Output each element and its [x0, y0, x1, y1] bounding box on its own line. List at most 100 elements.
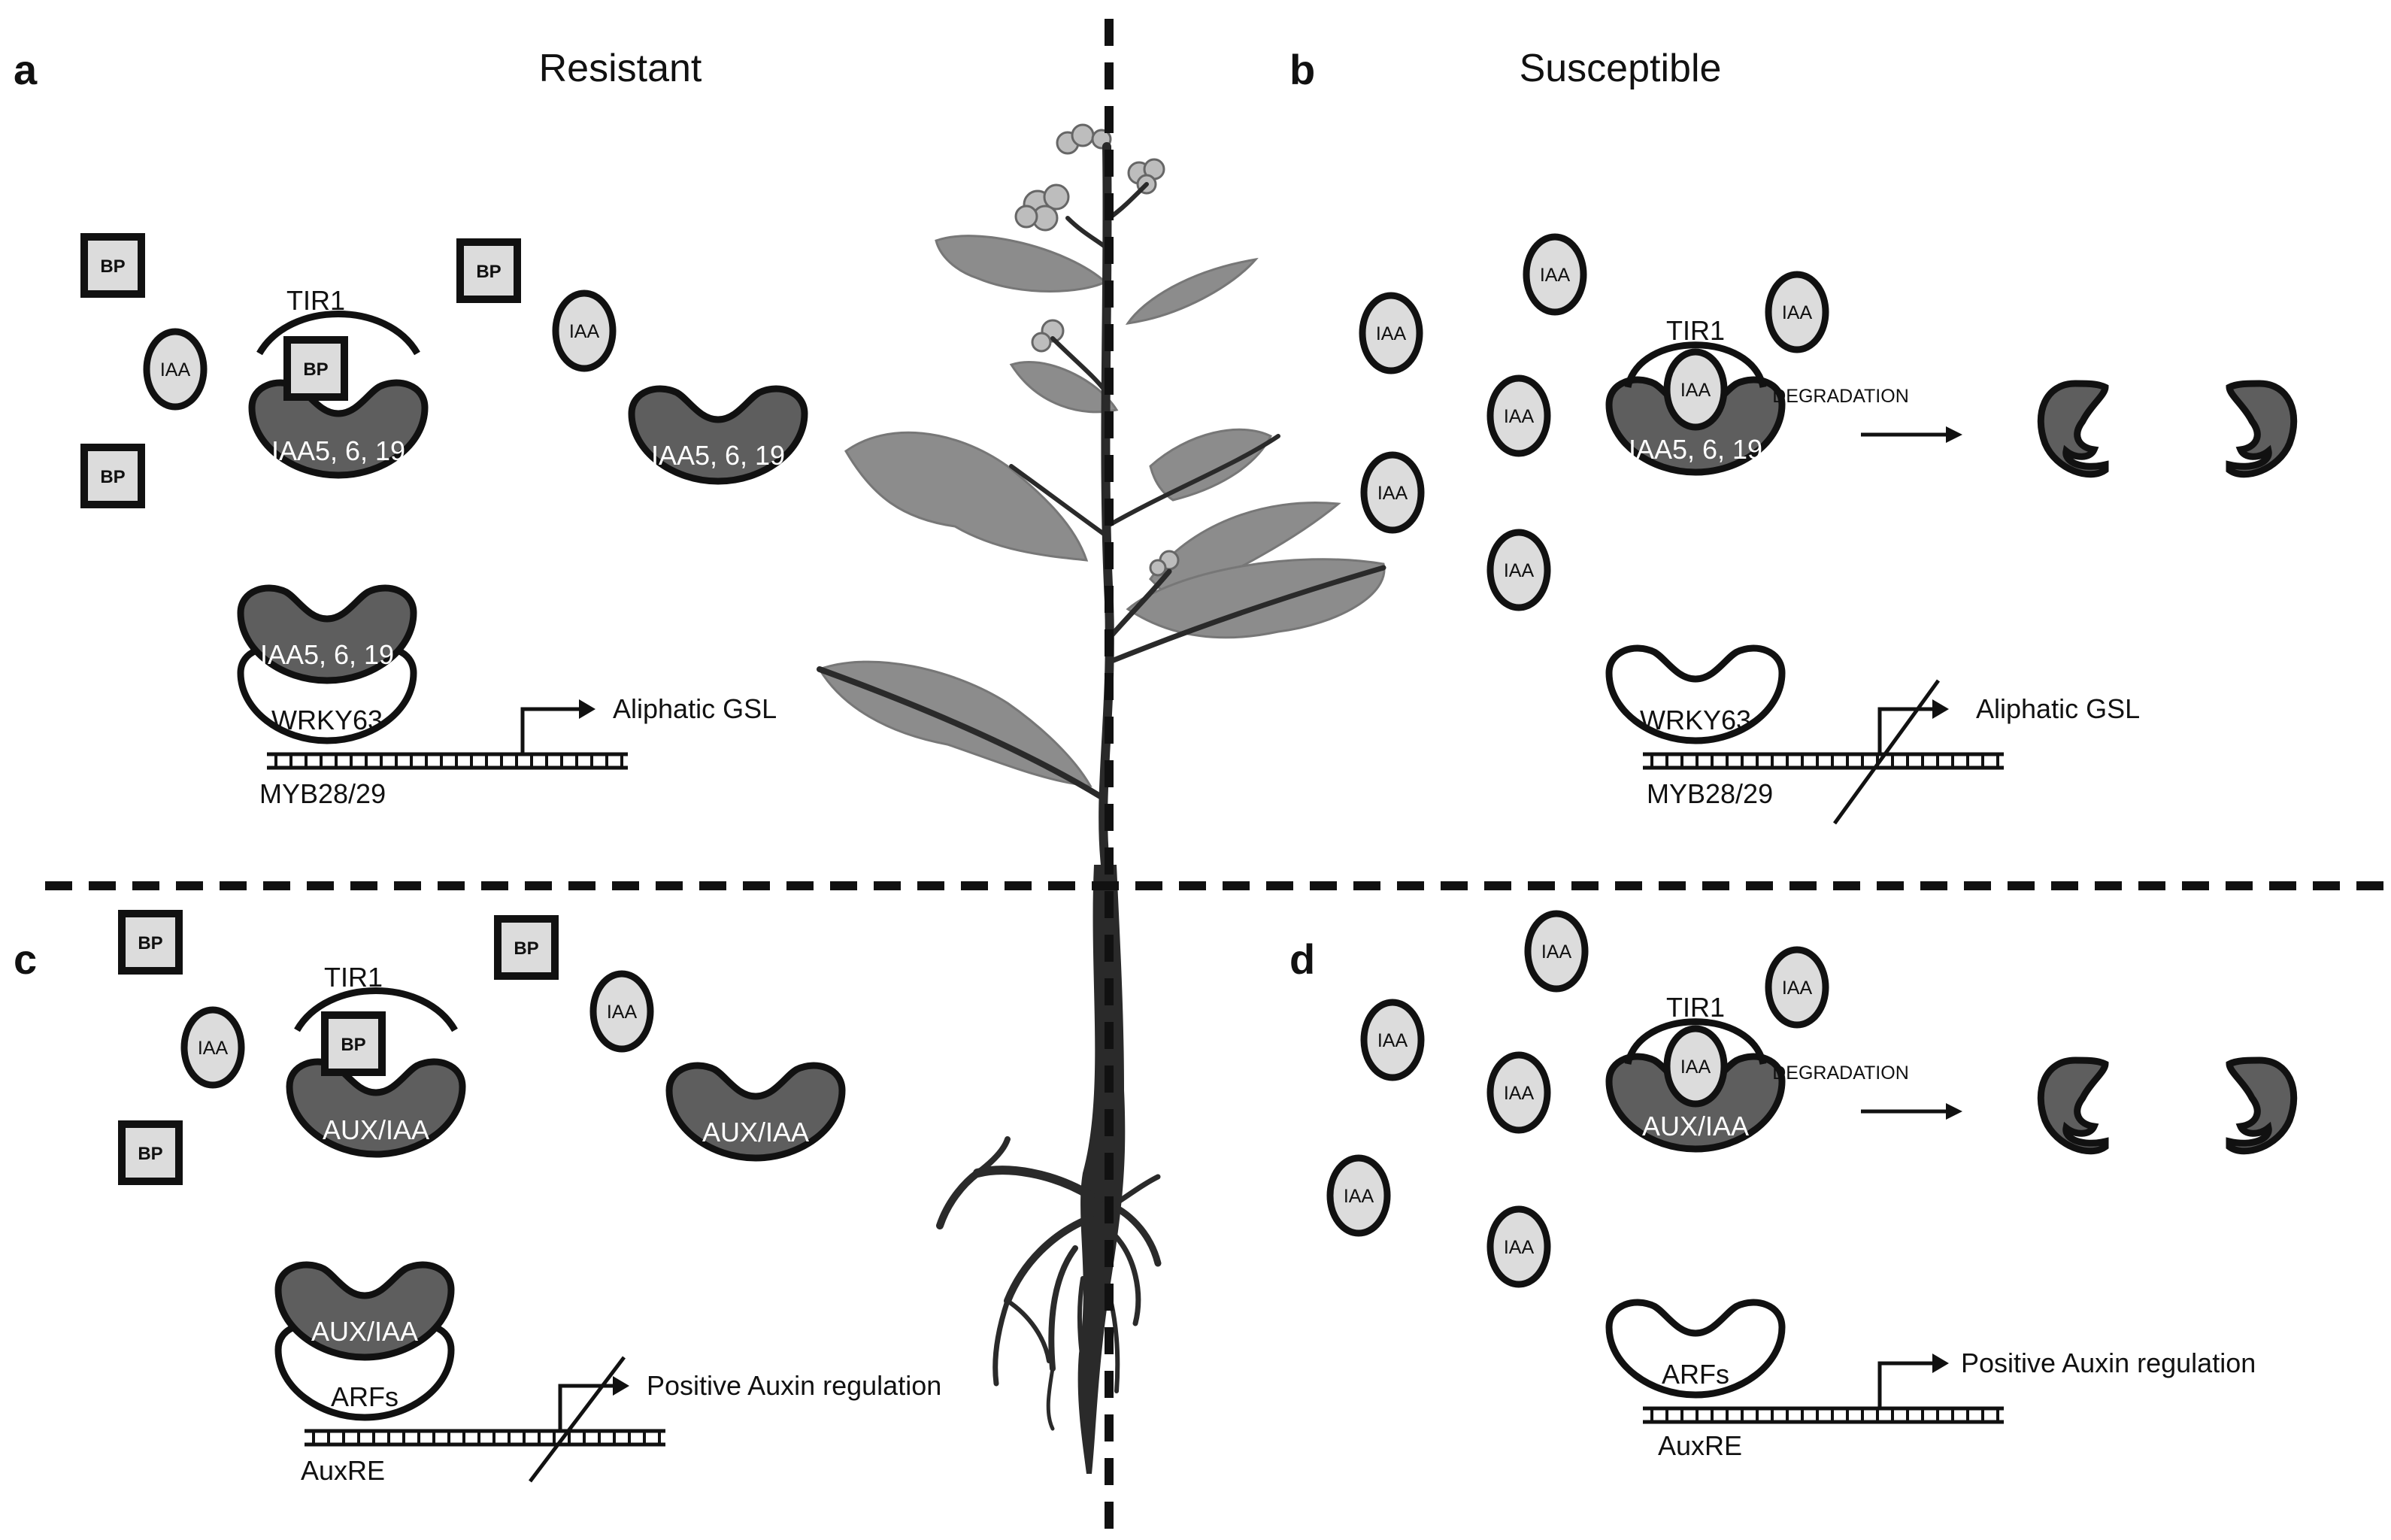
svg-text:IAA: IAA [1504, 406, 1535, 427]
aux-iaa-protein: AUX/IAA [1609, 1056, 1782, 1149]
svg-text:IAA: IAA [1344, 1186, 1374, 1207]
dna-label-auxre: AuxRE [301, 1455, 385, 1486]
dna-label-myb: MYB28/29 [259, 778, 386, 809]
panel-label-d: d [1289, 935, 1315, 983]
svg-text:IAA5, 6, 19: IAA5, 6, 19 [1629, 434, 1762, 465]
panel-d: IAA IAA IAA IAA IAA IAA AUX/IAA IAA TIR1… [1330, 914, 2294, 1461]
iaa-repressor-protein: IAA5, 6, 19 [241, 588, 414, 681]
blocked-transcription-slash [1832, 679, 1941, 825]
iaa-molecule: IAA [1364, 455, 1421, 530]
panel-label-c: c [14, 935, 37, 983]
svg-text:IAA: IAA [1540, 265, 1571, 286]
iaa-molecule: IAA [1330, 1158, 1387, 1233]
iaa-molecule: IAA [147, 332, 204, 407]
arrowhead [579, 699, 595, 719]
tir1-label: TIR1 [1666, 992, 1725, 1023]
iaa-molecule: IAA [1490, 378, 1547, 453]
output-gsl: Aliphatic GSL [613, 693, 777, 724]
tir1-receptor [1624, 341, 1767, 389]
degraded-protein-fragment [2041, 1060, 2105, 1151]
iaa-molecule: IAA [1526, 237, 1583, 312]
bp-molecule: BP [122, 914, 179, 971]
svg-text:IAA: IAA [607, 1002, 638, 1023]
degradation-label: DEGRADATION [1772, 1063, 1909, 1084]
svg-text:WRKY63: WRKY63 [1640, 705, 1751, 735]
iaa-molecule: IAA [556, 293, 613, 368]
iaa-repressor-protein: IAA5, 6, 19 [252, 383, 425, 475]
dna-label-myb: MYB28/29 [1647, 778, 1773, 809]
bp-molecule: BP [84, 237, 141, 294]
dna-strand [1643, 1408, 2004, 1422]
svg-text:AUX/IAA: AUX/IAA [702, 1117, 809, 1147]
svg-text:ARFs: ARFs [331, 1381, 398, 1412]
arrowhead [613, 1376, 629, 1396]
title-resistant: Resistant [539, 47, 702, 90]
tir1-label: TIR1 [286, 285, 345, 316]
svg-text:IAA: IAA [1504, 560, 1535, 581]
svg-text:BP: BP [100, 256, 125, 277]
iaa-molecule: IAA [1490, 1055, 1547, 1130]
iaa-molecule: IAA [1768, 950, 1826, 1025]
transcription-arrow [1877, 1361, 1932, 1408]
dna-label-auxre: AuxRE [1658, 1430, 1742, 1461]
bp-molecule: BP [460, 242, 517, 299]
plant-roots [936, 1136, 1162, 1431]
degradation-label: DEGRADATION [1772, 386, 1909, 407]
plant-illustration [817, 123, 1386, 1474]
svg-text:IAA5, 6, 19: IAA5, 6, 19 [651, 440, 785, 471]
bp-molecule: BP [122, 1124, 179, 1181]
iaa-molecule: IAA [593, 974, 650, 1049]
dna-strand [305, 1431, 665, 1445]
bp-molecule: BP [84, 447, 141, 505]
bp-molecule: BP [498, 919, 555, 976]
arfs-protein: ARFs [1609, 1302, 1782, 1395]
svg-text:IAA: IAA [1504, 1083, 1535, 1104]
svg-text:IAA: IAA [1782, 302, 1813, 323]
iaa-molecule: IAA [1528, 914, 1585, 989]
dna-strand [267, 754, 628, 768]
output-auxin: Positive Auxin regulation [647, 1370, 941, 1401]
dna-strand [1643, 754, 2004, 768]
tir1-receptor [294, 987, 458, 1032]
blocked-transcription-slash [529, 1356, 626, 1483]
arfs-protein: ARFs [278, 1325, 451, 1417]
svg-text:AUX/IAA: AUX/IAA [323, 1114, 429, 1145]
output-auxin: Positive Auxin regulation [1961, 1348, 2256, 1378]
output-gsl: Aliphatic GSL [1976, 693, 2140, 724]
bp-molecule: BP [325, 1015, 382, 1072]
iaa-molecule: IAA [1490, 532, 1547, 608]
iaa-molecule: IAA [1364, 1002, 1421, 1078]
iaa-molecule: IAA [1490, 1209, 1547, 1284]
svg-text:IAA5, 6, 19: IAA5, 6, 19 [260, 639, 394, 670]
svg-text:AUX/IAA: AUX/IAA [311, 1316, 418, 1347]
svg-text:BP: BP [100, 467, 125, 487]
bp-molecule: BP [287, 340, 344, 397]
arrowhead [1932, 699, 1949, 719]
svg-text:IAA: IAA [160, 359, 191, 380]
svg-text:ARFs: ARFs [1662, 1359, 1729, 1390]
svg-text:IAA: IAA [1541, 941, 1572, 962]
iaa-molecule: IAA [1667, 352, 1724, 427]
transcription-arrow [520, 707, 579, 754]
svg-text:BP: BP [138, 1144, 162, 1164]
svg-text:IAA5, 6, 19: IAA5, 6, 19 [271, 435, 405, 466]
plant-base-stem [1077, 865, 1126, 1474]
iaa-molecule: IAA [1768, 274, 1826, 350]
transcription-arrow [1877, 707, 1932, 754]
svg-text:BP: BP [476, 262, 501, 282]
svg-text:IAA: IAA [1504, 1237, 1535, 1258]
panel-a: BP BP BP IAA IAA IAA5, 6, 19 BP TIR1 IAA… [84, 237, 805, 809]
iaa-repressor-protein: IAA5, 6, 19 [632, 389, 805, 481]
svg-text:BP: BP [303, 359, 328, 380]
wrky63-protein: WRKY63 [241, 648, 414, 741]
svg-text:BP: BP [341, 1035, 365, 1055]
svg-text:BP: BP [514, 938, 538, 959]
svg-text:AUX/IAA: AUX/IAA [1642, 1111, 1749, 1141]
svg-text:IAA: IAA [569, 321, 600, 342]
svg-text:IAA: IAA [1680, 380, 1711, 401]
tir1-receptor [1624, 1018, 1767, 1066]
degraded-protein-fragment [2041, 383, 2105, 474]
iaa-molecule: IAA [184, 1010, 241, 1085]
svg-text:IAA: IAA [1377, 1030, 1408, 1051]
